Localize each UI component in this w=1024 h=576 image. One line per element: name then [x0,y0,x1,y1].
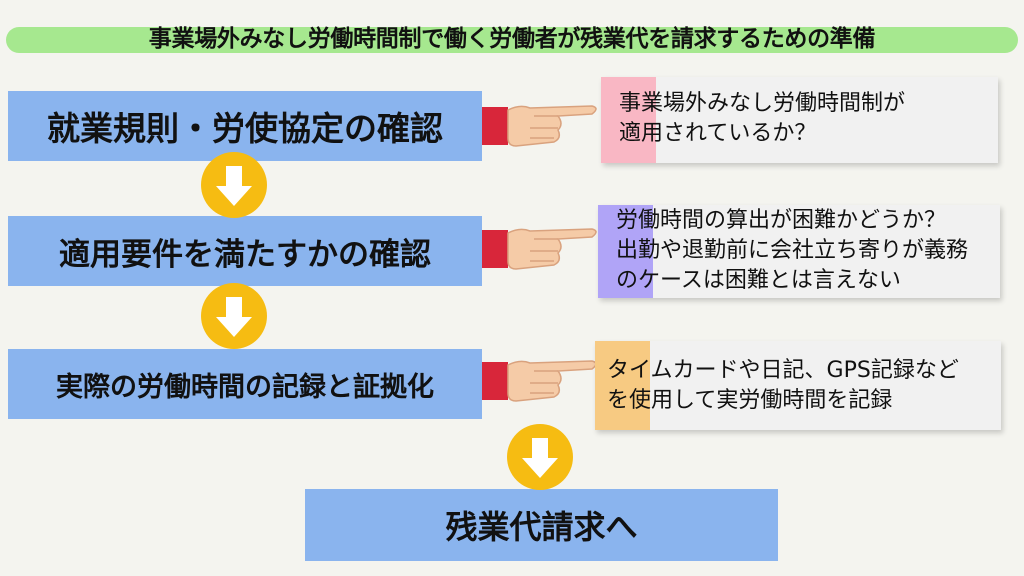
note-card-2: 労働時間の算出が困難かどうか？ 出勤や退勤前に会社立ち寄りが義務 のケースは困難… [598,205,1000,298]
final-step-box: 残業代請求へ [305,489,778,561]
title-band [6,27,1018,53]
down-arrow-icon [507,424,573,490]
down-arrow-icon [201,152,267,218]
note-text-2: 労働時間の算出が困難かどうか？ 出勤や退勤前に会社立ち寄りが義務 のケースは困難… [616,208,969,293]
pointing-hand-icon [480,349,600,409]
note-card-1: 事業場外みなし労働時間制が 適用されているか？ [601,77,998,163]
note-text-3: タイムカードや日記、GPS記録など を使用して実労働時間を記録 [607,358,959,413]
step-box-1: 就業規則・労使協定の確認 [8,91,482,161]
step-box-2: 適用要件を満たすかの確認 [8,216,482,286]
step-box-3: 実際の労働時間の記録と証拠化 [8,349,482,419]
pointing-hand-icon [480,94,600,154]
note-text-1: 事業場外みなし労働時間制が 適用されているか？ [619,91,906,146]
note-accent-bar [595,341,650,430]
down-arrow-icon [201,283,267,349]
note-accent-bar [601,77,656,163]
pointing-hand-icon [480,217,600,277]
note-card-3: タイムカードや日記、GPS記録など を使用して実労働時間を記録 [595,341,1001,430]
note-accent-bar [598,205,653,298]
page-title: 事業場外みなし労働時間制で働く労働者が残業代を請求するための準備 [148,26,876,52]
